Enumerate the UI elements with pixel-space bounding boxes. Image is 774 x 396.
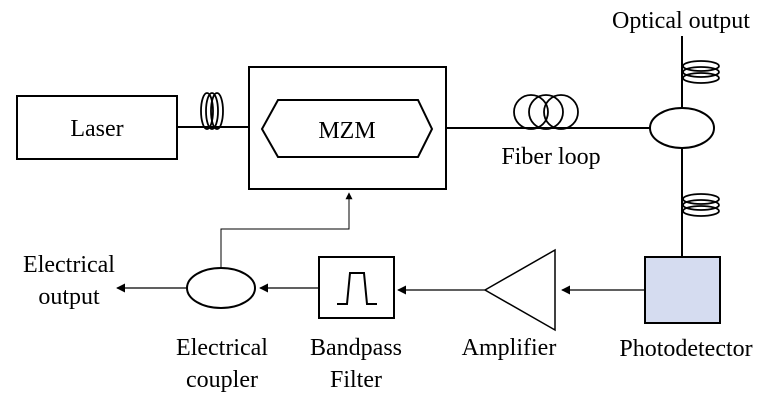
laser-box: [16, 95, 178, 160]
fiber-coil-icon-photodetector: [682, 193, 720, 217]
electrical-output-label-line2: output: [38, 284, 100, 310]
fiber-coil-icon-output: [682, 60, 720, 84]
amplifier-triangle: [483, 248, 556, 332]
bandpass-filter-box: [318, 256, 395, 319]
feedback-to-mzm-arrow: [220, 192, 353, 268]
photodetector-label: Photodetector: [619, 336, 752, 362]
bandpass-response-icon: [337, 272, 377, 305]
electrical-coupler-label-line1: Electrical: [176, 335, 268, 361]
bandpass-label-line1: Bandpass: [310, 335, 402, 361]
mzm-hexagon: [260, 99, 434, 158]
laser-label: Laser: [70, 116, 123, 142]
photodetector-box: [644, 256, 721, 324]
fiber-loop-label: Fiber loop: [501, 144, 600, 170]
fiber-loop-coil-icon: [513, 94, 579, 130]
optical-coupler: [649, 107, 715, 149]
optical-output-label: Optical output: [612, 8, 750, 34]
electrical-output-label-line1: Electrical: [23, 252, 115, 278]
mzm-label: MZM: [318, 118, 375, 144]
electrical-coupler-label-line2: coupler: [186, 367, 258, 393]
bandpass-label-line2: Filter: [330, 367, 382, 393]
fiber-coil-icon-laser: [200, 92, 224, 130]
amplifier-label: Amplifier: [462, 335, 557, 361]
electrical-coupler: [186, 267, 256, 309]
